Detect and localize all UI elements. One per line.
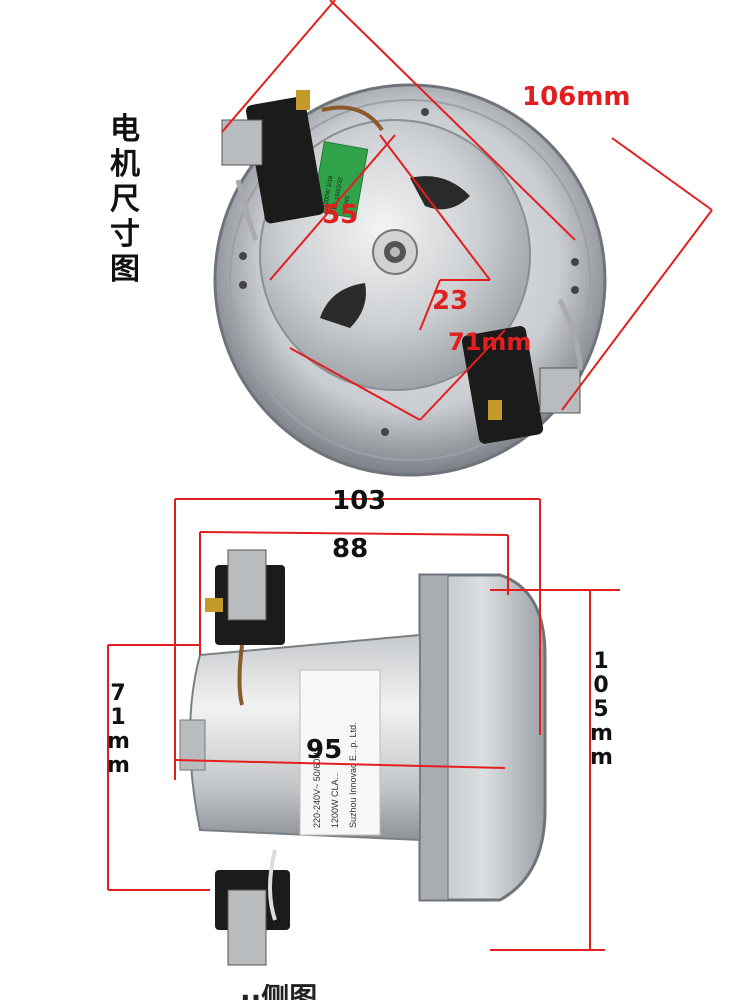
dim-diameter-95: 95 [306, 735, 343, 765]
svg-text:Suzhou Innovac E...p. Ltd.: Suzhou Innovac E...p. Ltd. [348, 722, 358, 828]
dim-height-71: 7 1 m m [107, 681, 130, 778]
svg-text:220-240V~ 50/60Hz: 220-240V~ 50/60Hz [312, 747, 322, 828]
side-view-motor: 220-240V~ 50/60Hz 1200W CLA... Suzhou In… [107, 498, 620, 966]
side-dimension-lines [107, 498, 620, 951]
green-sticker: 1200W 1/19 HF 150/2/32 RoHS [311, 141, 369, 219]
motor-label: 220-240V~ 50/60Hz 1200W CLA... Suzhou In… [299, 669, 381, 836]
svg-text:HF 150/2/32: HF 150/2/32 [333, 176, 345, 210]
svg-text:1200W 1/19: 1200W 1/19 [323, 175, 335, 209]
fan-housing-side [418, 573, 547, 902]
dim-shaft-23: 23 [432, 286, 469, 316]
dim-body-88: 88 [332, 534, 369, 564]
brush-holder-top [221, 90, 325, 224]
top-view-motor: 1200W 1/19 HF 150/2/32 RoHS [213, 0, 713, 477]
top-dimension-lines [221, 0, 713, 421]
svg-text:RoHS: RoHS [343, 195, 352, 212]
dim-height-105: 1 0 5 m m [590, 649, 613, 770]
dim-bracket-71: 71mm [448, 328, 532, 356]
dim-total-103: 103 [332, 486, 387, 516]
dim-body-55: 55 [322, 200, 359, 230]
footer-partial-text: ··侧图 [240, 984, 380, 1000]
dim-outer-106: 106mm [522, 82, 631, 112]
svg-text:1200W CLA...: 1200W CLA... [330, 772, 340, 828]
vertical-title: 电 机 尺 寸 图 [110, 112, 140, 287]
